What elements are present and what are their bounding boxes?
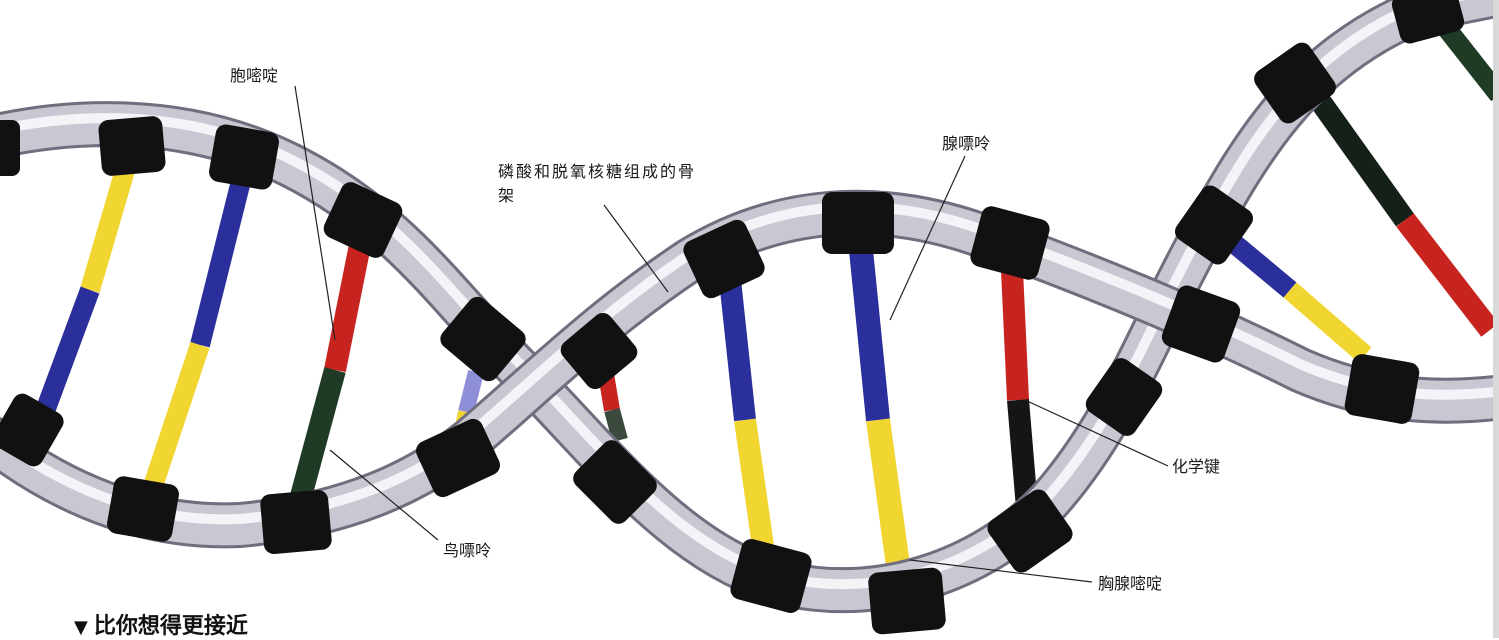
label-backbone: 磷酸和脱氧核糖组成的骨架 xyxy=(498,160,698,208)
label-chemical-bond: 化学键 xyxy=(1172,457,1220,477)
label-adenine: 腺嘌呤 xyxy=(942,134,990,154)
page-edge xyxy=(1493,0,1499,638)
caption-heading: ▼ 比你想得更接近 xyxy=(74,608,248,640)
label-guanine: 鸟嘌呤 xyxy=(443,541,491,561)
caption-text: 比你想得更接近 xyxy=(94,614,248,639)
label-cytosine: 胞嘧啶 xyxy=(230,66,278,86)
label-thymine: 胸腺嘧啶 xyxy=(1098,574,1162,594)
triangle-marker-icon: ▼ xyxy=(74,617,88,638)
